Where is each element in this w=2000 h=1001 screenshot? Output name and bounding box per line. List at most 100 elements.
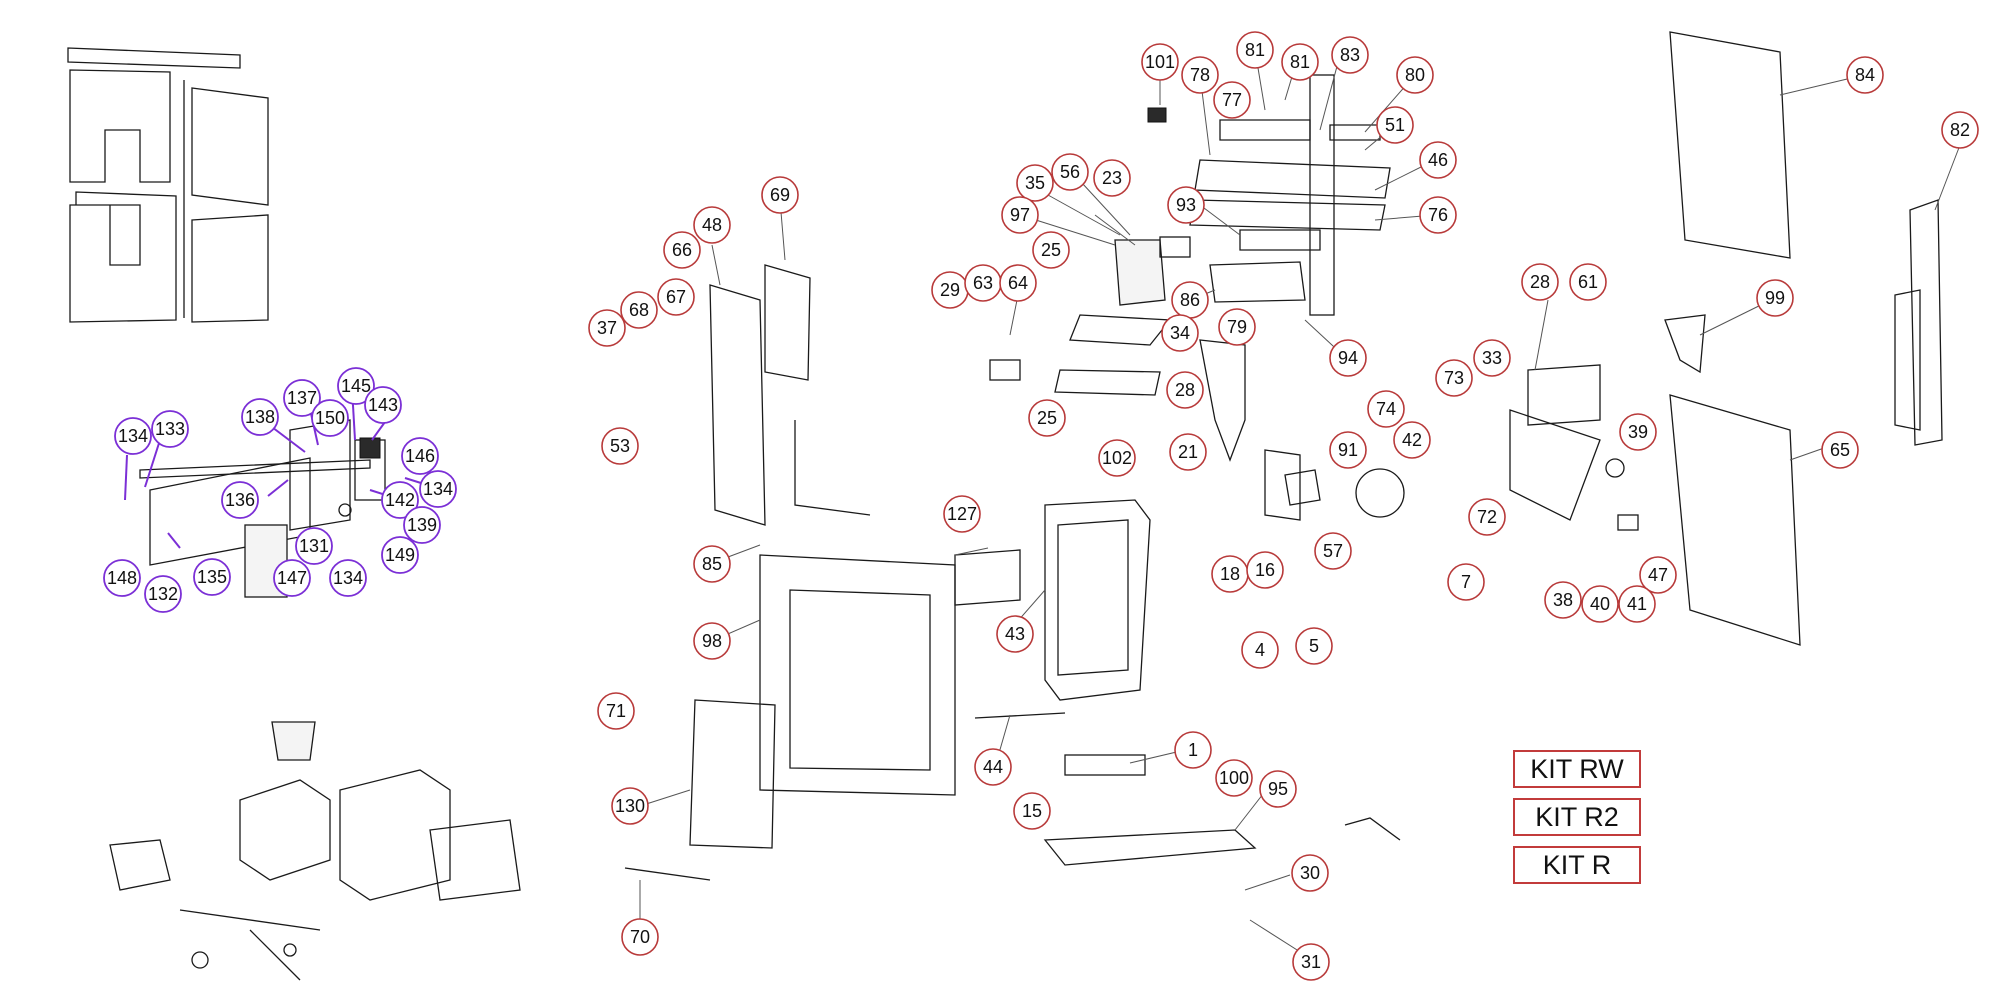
callout-circle [1161,314,1199,352]
callout-label: 53 [610,436,630,456]
callout-28: 28 [1521,263,1559,301]
callout-label: 145 [341,376,371,396]
callout-31: 31 [1292,943,1330,981]
callout-73: 73 [1435,359,1473,397]
callout-label: 73 [1444,368,1464,388]
callout-127: 127 [943,495,981,533]
callout-86: 86 [1171,281,1209,319]
callout-99: 99 [1756,279,1794,317]
callout-circle [1329,431,1367,469]
callout-35: 35 [1016,164,1054,202]
callout-label: 80 [1405,65,1425,85]
callout-circle [601,427,639,465]
control-panel-drawing [139,419,386,598]
callout-circle [1213,81,1251,119]
callout-label: 85 [702,554,722,574]
callout-51: 51 [1376,106,1414,144]
burner-group-drawing [109,721,521,981]
callout-label: 37 [597,318,617,338]
callout-label: 63 [973,273,993,293]
callout-label: 44 [983,757,1003,777]
callout-139: 139 [403,506,441,544]
callout-circle [381,481,419,519]
callout-label: 71 [606,701,626,721]
callout-132: 132 [144,575,182,613]
callout-63: 63 [964,264,1002,302]
callout-label: 139 [407,515,437,535]
callout-circle [1639,556,1677,594]
callout-circle [1292,943,1330,981]
callout-61: 61 [1569,263,1607,301]
callout-circle [337,367,375,405]
kit-r2-text: KIT R2 [1535,801,1619,832]
callout-label: 28 [1175,380,1195,400]
callout-circle [611,787,649,825]
callout-label: 21 [1178,442,1198,462]
callout-circle [663,231,701,269]
callout-circle [1396,56,1434,94]
callout-33: 33 [1473,339,1511,377]
callout-91: 91 [1329,431,1367,469]
callout-label: 51 [1385,115,1405,135]
callout-138: 138 [241,398,279,436]
callout-circle [1241,631,1279,669]
callout-100: 100 [1215,759,1253,797]
callout-label: 46 [1428,150,1448,170]
callout-label: 42 [1402,430,1422,450]
callout-label: 84 [1855,65,1875,85]
callout-circle [597,692,635,730]
callout-1: 1 [1174,731,1212,769]
callout-label: 48 [702,215,722,235]
callout-56: 56 [1051,153,1089,191]
callout-circle [1141,43,1179,81]
callout-148: 148 [103,559,141,597]
callout-circle [403,506,441,544]
callout-label: 66 [672,240,692,260]
callout-circle [1169,433,1207,471]
callout-circle [1259,770,1297,808]
callout-label: 28 [1530,272,1550,292]
callout-circle [693,206,731,244]
callout-circle [996,615,1034,653]
callout-label: 100 [1219,768,1249,788]
callout-label: 47 [1648,565,1668,585]
callout-43: 43 [996,615,1034,653]
callout-42: 42 [1393,421,1431,459]
callout-97: 97 [1001,196,1039,234]
callout-label: 101 [1145,52,1175,72]
callout-circle [1016,164,1054,202]
callout-label: 147 [277,568,307,588]
callout-7: 7 [1447,563,1485,601]
callout-circle [1756,279,1794,317]
callout-label: 79 [1227,317,1247,337]
callout-18: 18 [1211,555,1249,593]
callout-label: 67 [666,287,686,307]
callout-39: 39 [1619,413,1657,451]
callout-circle [1001,196,1039,234]
callout-101: 101 [1141,43,1179,81]
callout-circle [693,622,731,660]
callout-label: 148 [107,568,137,588]
callout-label: 33 [1482,348,1502,368]
callout-145: 145 [337,367,375,405]
callout-135: 135 [193,558,231,596]
callout-circle [283,379,321,417]
callout-label: 138 [245,407,275,427]
callout-23: 23 [1093,159,1131,197]
callout-circle [999,264,1037,302]
callout-circle [1331,36,1369,74]
callout-label: 83 [1340,45,1360,65]
right-assembly-drawing [1509,31,1943,646]
main-assembly-drawing [624,74,1405,881]
callout-102: 102 [1098,439,1136,477]
callout-circle [295,527,333,565]
callout-81: 81 [1281,43,1319,81]
callout-label: 74 [1376,399,1396,419]
callout-circle [364,386,402,424]
callout-label: 135 [197,567,227,587]
callout-label: 97 [1010,205,1030,225]
callout-circle [1093,159,1131,197]
callout-134: 134 [329,559,367,597]
callout-circle [193,558,231,596]
callout-circle [221,481,259,519]
